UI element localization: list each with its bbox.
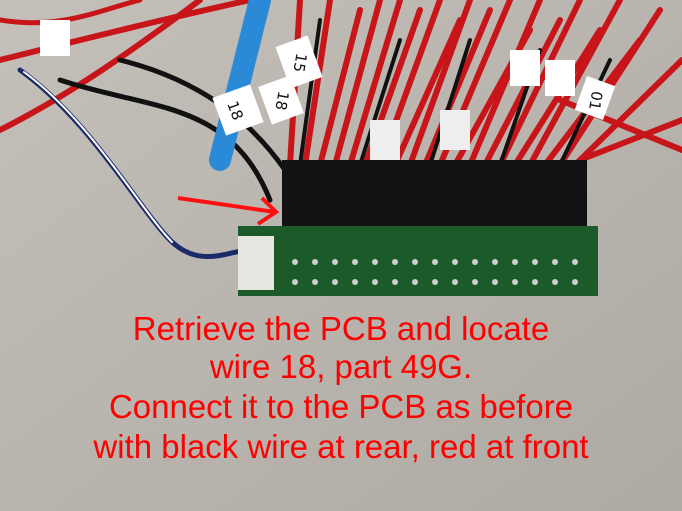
instruction-line-2: wire 18, part 49G. bbox=[209, 348, 473, 385]
svg-text:18: 18 bbox=[271, 90, 292, 112]
instruction-line-3: Connect it to the PCB as before bbox=[108, 388, 574, 425]
svg-text:15: 15 bbox=[289, 52, 310, 74]
red-arrow-icon bbox=[177, 196, 280, 226]
pcb bbox=[238, 226, 598, 296]
svg-text:18: 18 bbox=[223, 99, 246, 123]
instruction-line-1: Retrieve the PCB and locate bbox=[132, 310, 550, 347]
connector-block bbox=[282, 160, 587, 230]
instruction-line-4: with black wire at rear, red at front bbox=[93, 428, 589, 465]
wire-labels: 18 15 18 01 bbox=[40, 20, 616, 160]
svg-text:01: 01 bbox=[585, 90, 606, 112]
